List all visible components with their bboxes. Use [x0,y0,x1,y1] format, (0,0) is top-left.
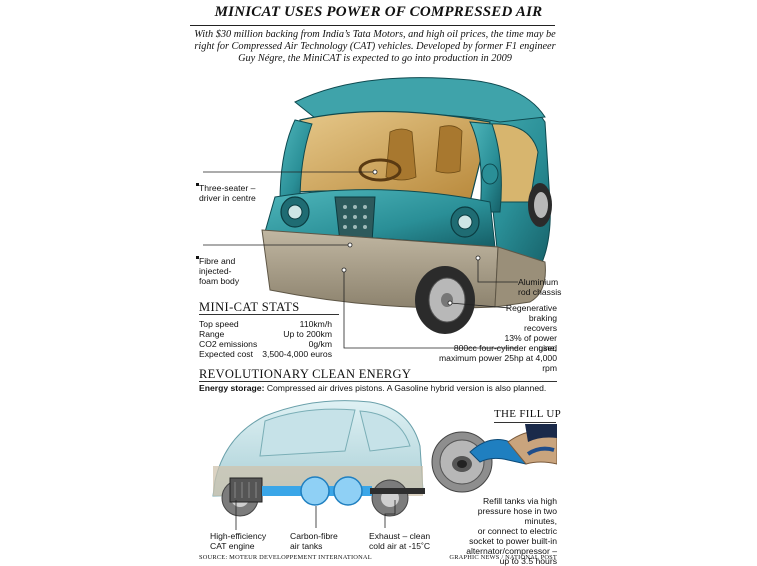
exhaust-pipe [370,488,425,494]
fill-up-line: up to 3.5 hours [499,556,557,566]
energy-lead: Energy storage: [199,383,265,393]
label-line: cold air at -15˚C [369,541,431,551]
callout-line: Fibre and [199,256,236,266]
fill-up-line: Refill tanks via high [482,496,557,506]
title-rule [190,25,555,26]
fill-up-rule [494,422,556,423]
callout-line: maximum power 25hp at 4,000 rpm [439,353,557,373]
callout-line: Regenerative [505,303,557,313]
stat-label: Expected cost [199,349,253,359]
label-air-tanks: Carbon-fibre air tanks [290,531,338,551]
fill-up-line: pressure hose in two minutes, [477,506,557,526]
energy-description: Energy storage: Compressed air drives pi… [199,383,546,393]
callout-line: injected- [199,266,232,276]
label-line: air tanks [290,541,323,551]
stat-label: CO2 emissions [199,339,258,349]
callout-line: rod chassis [518,287,562,297]
callout-line: Aluminium [518,277,559,287]
callout-aluminium: Aluminium rod chassis [518,277,561,297]
air-tank [300,476,330,506]
leader-engine [343,270,518,349]
stat-value: Up to 200km [283,329,332,339]
fill-up-title: THE FILL UP [494,408,562,420]
label-line: Carbon-fibre [290,531,338,541]
label-line: High-efficiency [210,531,267,541]
source-credit: SOURCE: MOTEUR DEVELOPPEMENT INTERNATION… [199,554,372,561]
cutaway-car-illustration [212,400,425,517]
callout-line: braking recovers [524,313,557,333]
callout-line: driver in centre [199,193,256,203]
stat-value: 3,500-4,000 euros [262,349,332,359]
energy-section-title: REVOLUTIONARY CLEAN ENERGY [199,367,412,381]
intro-text: With $30 million backing from India’s Ta… [194,29,556,65]
fill-up-line: alternator/compressor – [466,546,557,556]
callout-three-seater: Three-seater – driver in centre [199,183,256,203]
stats-rule [199,314,339,315]
stat-value: 110km/h [299,319,332,329]
fill-up-description: Refill tanks via high pressure hose in t… [446,496,557,566]
callout-regen: Regenerative braking recovers 13% of pow… [497,303,557,353]
leader-aluminium [477,258,518,283]
marker [196,256,199,259]
graphic-credit: GRAPHIC NEWS / NATIONAL POST [449,554,557,561]
fill-up-line: socket to power built-in [469,536,557,546]
label-line: Exhaust – clean [369,531,431,541]
fill-up-line: or connect to electric [477,526,557,536]
stat-label: Range [199,329,225,339]
minicat-car-illustration [261,77,552,334]
stats-title: MINI-CAT STATS [199,300,300,314]
callout-line: 800cc four-cylinder engine, [453,343,557,353]
stat-label: Top speed [199,319,239,329]
label-exhaust: Exhaust – clean cold air at -15˚C [369,531,430,551]
callout-line: foam body [199,276,240,286]
stat-value: 0g/km [308,339,332,349]
marker [196,183,199,186]
label-cat-engine: High-efficiency CAT engine [210,531,266,551]
label-line: CAT engine [210,541,255,551]
leader-regen [449,302,511,309]
fill-up-illustration [431,424,557,493]
callout-fibre-body: Fibre and injected- foam body [199,256,239,286]
callout-engine: 800cc four-cylinder engine, maximum powe… [434,343,557,373]
air-tank [333,476,363,506]
callout-line: Three-seater – [199,183,256,193]
callout-line: 13% of power used [504,333,557,353]
energy-text: Compressed air drives pistons. A Gasolin… [264,383,547,393]
energy-section-rule [199,381,557,382]
page-title: MINICAT USES POWER OF COMPRESSED AIR [214,4,543,20]
